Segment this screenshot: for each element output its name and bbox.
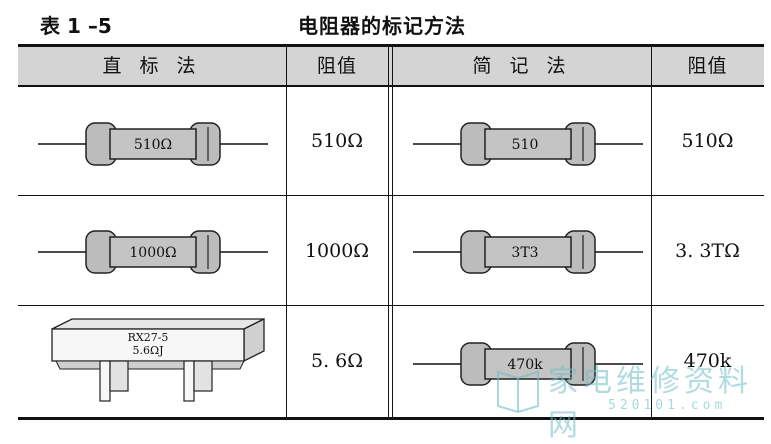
column-divider <box>651 47 652 417</box>
header-value-left: 阻值 <box>316 55 357 77</box>
row-divider <box>18 305 764 306</box>
box-label-value: 5.6ΩJ <box>132 344 163 357</box>
resistor-simple-3t3: 3T3 <box>413 230 643 274</box>
resistor-marking-table: 直 标 法 阻值 简 记 法 阻值 510Ω 510Ω 510 510Ω 1 <box>18 44 764 420</box>
watermark-url: 520101.com <box>608 398 727 413</box>
resistor-label: 1000Ω <box>129 245 176 261</box>
value-cell: 5. 6Ω <box>310 350 363 372</box>
table-header-row: 直 标 法 阻值 简 记 法 阻值 <box>18 47 764 87</box>
wirewound-resistor-box: RX27-5 5.6ΩJ <box>51 317 265 402</box>
value-cell: 510Ω <box>310 130 364 152</box>
table-number: 表 1 –5 <box>40 14 112 38</box>
value-cell: 3. 3TΩ <box>675 240 740 262</box>
box-label-model: RX27-5 <box>128 331 169 344</box>
value-cell: 510Ω <box>681 130 734 152</box>
header-simple-method: 简 记 法 <box>472 55 572 77</box>
value-cell: 1000Ω <box>304 240 370 262</box>
title-row: 表 1 –5 电阻器的标记方法 <box>0 6 771 40</box>
table-title: 电阻器的标记方法 <box>298 14 466 38</box>
header-direct-method: 直 标 法 <box>102 55 202 77</box>
resistor-label: 3T3 <box>511 245 538 261</box>
resistor-simple-510: 510 <box>413 122 643 166</box>
resistor-direct-1000: 1000Ω <box>38 230 268 274</box>
double-column-divider <box>388 47 393 417</box>
column-divider <box>286 47 287 417</box>
value-cell: 470k <box>683 350 732 372</box>
row-divider <box>18 195 764 196</box>
resistor-label: 510Ω <box>134 137 172 153</box>
watermark-text: 家电维修资料网 <box>548 364 752 443</box>
watermark-book-icon <box>497 370 539 414</box>
resistor-label: 470k <box>507 357 543 373</box>
resistor-direct-510: 510Ω <box>38 122 268 166</box>
resistor-label: 510 <box>512 137 539 153</box>
header-value-right: 阻值 <box>687 55 728 77</box>
